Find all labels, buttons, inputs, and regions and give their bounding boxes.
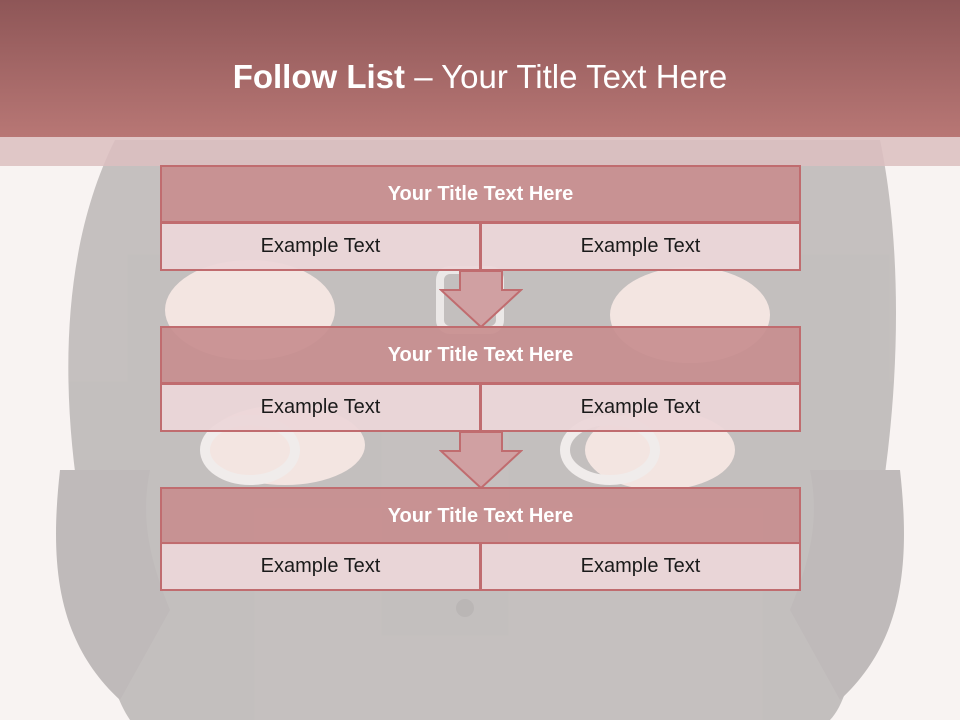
block-title: Your Title Text Here [160,326,801,384]
block-cell-right: Example Text [480,222,801,271]
block-row: Example Text Example Text [160,383,801,432]
block-cell-right: Example Text [480,542,801,591]
slide-title-bold: Follow List [232,58,406,95]
slide-title-rest: – Your Title Text Here [405,58,728,95]
slide-title: Follow List – Your Title Text Here [0,52,960,102]
block-cell-right: Example Text [480,383,801,432]
block-row: Example Text Example Text [160,542,801,591]
down-arrow-icon [439,270,523,328]
block-cell-left: Example Text [160,542,481,591]
block-cell-left: Example Text [160,383,481,432]
block-title: Your Title Text Here [160,487,801,545]
block-title: Your Title Text Here [160,165,801,223]
header-strip [0,137,960,166]
block-cell-left: Example Text [160,222,481,271]
header-band [0,0,960,137]
down-arrow-icon [439,431,523,489]
block-row: Example Text Example Text [160,222,801,271]
